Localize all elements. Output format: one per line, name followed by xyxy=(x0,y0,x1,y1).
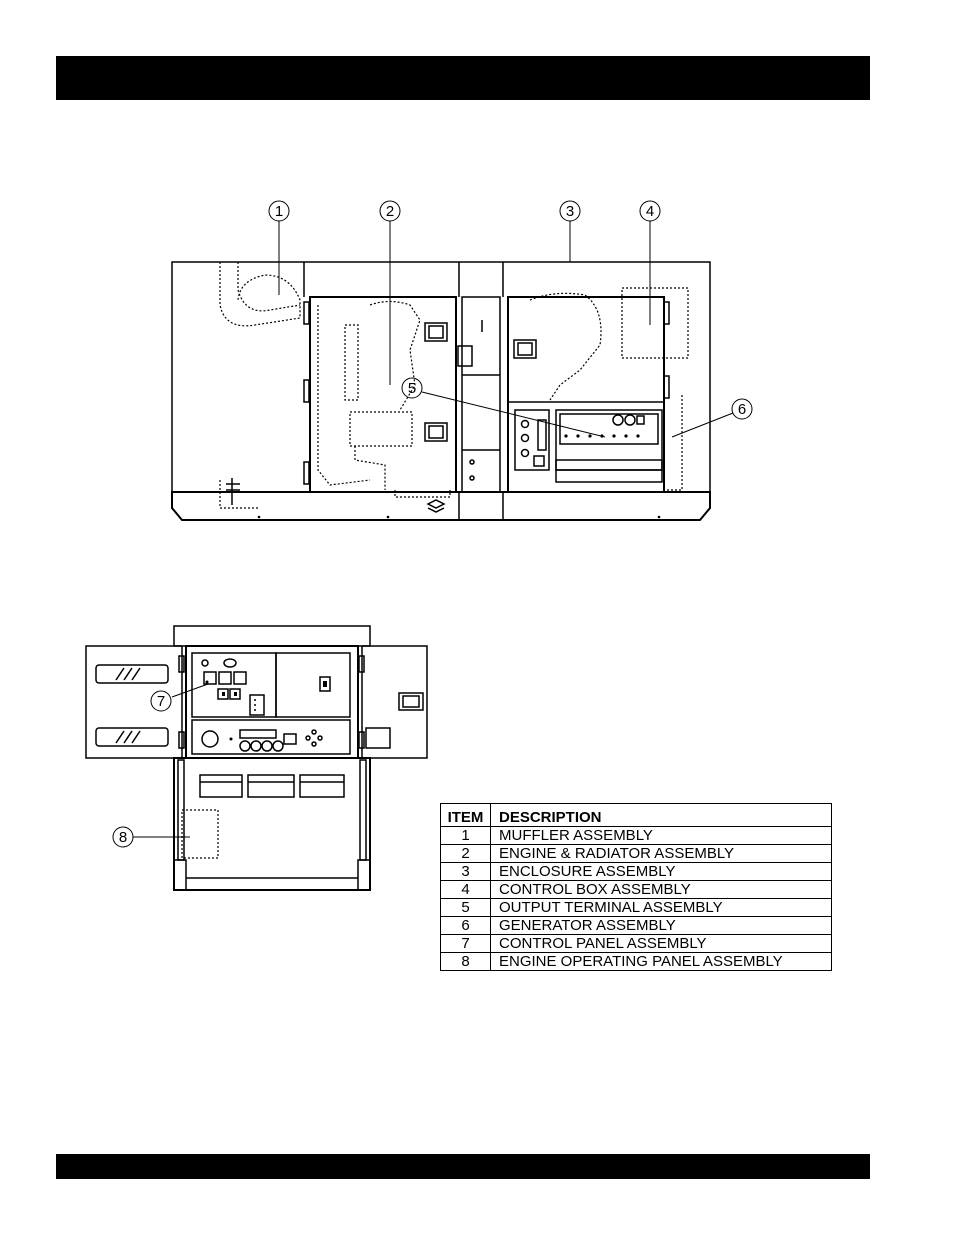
callout-8: 8 xyxy=(119,829,127,846)
item-description: CONTROL BOX ASSEMBLY xyxy=(491,881,832,899)
table-row: 7 CONTROL PANEL ASSEMBLY xyxy=(441,935,832,953)
table-row: 6 GENERATOR ASSEMBLY xyxy=(441,917,832,935)
item-description: OUTPUT TERMINAL ASSEMBLY xyxy=(491,899,832,917)
footer-bar xyxy=(56,1154,870,1179)
item-description: ENGINE & RADIATOR ASSEMBLY xyxy=(491,845,832,863)
parts-description-table: ITEM DESCRIPTION 1 MUFFLER ASSEMBLY 2 EN… xyxy=(440,803,832,971)
header-item: ITEM xyxy=(441,804,491,827)
item-description: CONTROL PANEL ASSEMBLY xyxy=(491,935,832,953)
callout-5: 5 xyxy=(408,380,416,397)
item-description: GENERATOR ASSEMBLY xyxy=(491,917,832,935)
callout-2: 2 xyxy=(386,203,394,220)
item-number: 7 xyxy=(441,935,491,953)
table-row: 2 ENGINE & RADIATOR ASSEMBLY xyxy=(441,845,832,863)
generator-side-view-diagram: 1 2 3 4 5 6 xyxy=(160,195,760,530)
table-header-row: ITEM DESCRIPTION xyxy=(441,804,832,827)
table-row: 4 CONTROL BOX ASSEMBLY xyxy=(441,881,832,899)
item-number: 8 xyxy=(441,953,491,971)
item-description: ENGINE OPERATING PANEL ASSEMBLY xyxy=(491,953,832,971)
item-number: 6 xyxy=(441,917,491,935)
header-bar xyxy=(56,56,870,100)
table-row: 8 ENGINE OPERATING PANEL ASSEMBLY xyxy=(441,953,832,971)
item-description: MUFFLER ASSEMBLY xyxy=(491,827,832,845)
item-description: ENCLOSURE ASSEMBLY xyxy=(491,863,832,881)
callout-3: 3 xyxy=(566,203,574,220)
callout-7: 7 xyxy=(157,693,165,710)
callout-6: 6 xyxy=(738,401,746,418)
table-row: 1 MUFFLER ASSEMBLY xyxy=(441,827,832,845)
item-number: 3 xyxy=(441,863,491,881)
item-number: 5 xyxy=(441,899,491,917)
item-number: 1 xyxy=(441,827,491,845)
callout-1: 1 xyxy=(275,203,283,220)
generator-front-view-diagram: 7 8 xyxy=(80,615,440,895)
table-row: 3 ENCLOSURE ASSEMBLY xyxy=(441,863,832,881)
header-description: DESCRIPTION xyxy=(491,804,832,827)
item-number: 2 xyxy=(441,845,491,863)
item-number: 4 xyxy=(441,881,491,899)
callout-4: 4 xyxy=(646,203,654,220)
table-row: 5 OUTPUT TERMINAL ASSEMBLY xyxy=(441,899,832,917)
